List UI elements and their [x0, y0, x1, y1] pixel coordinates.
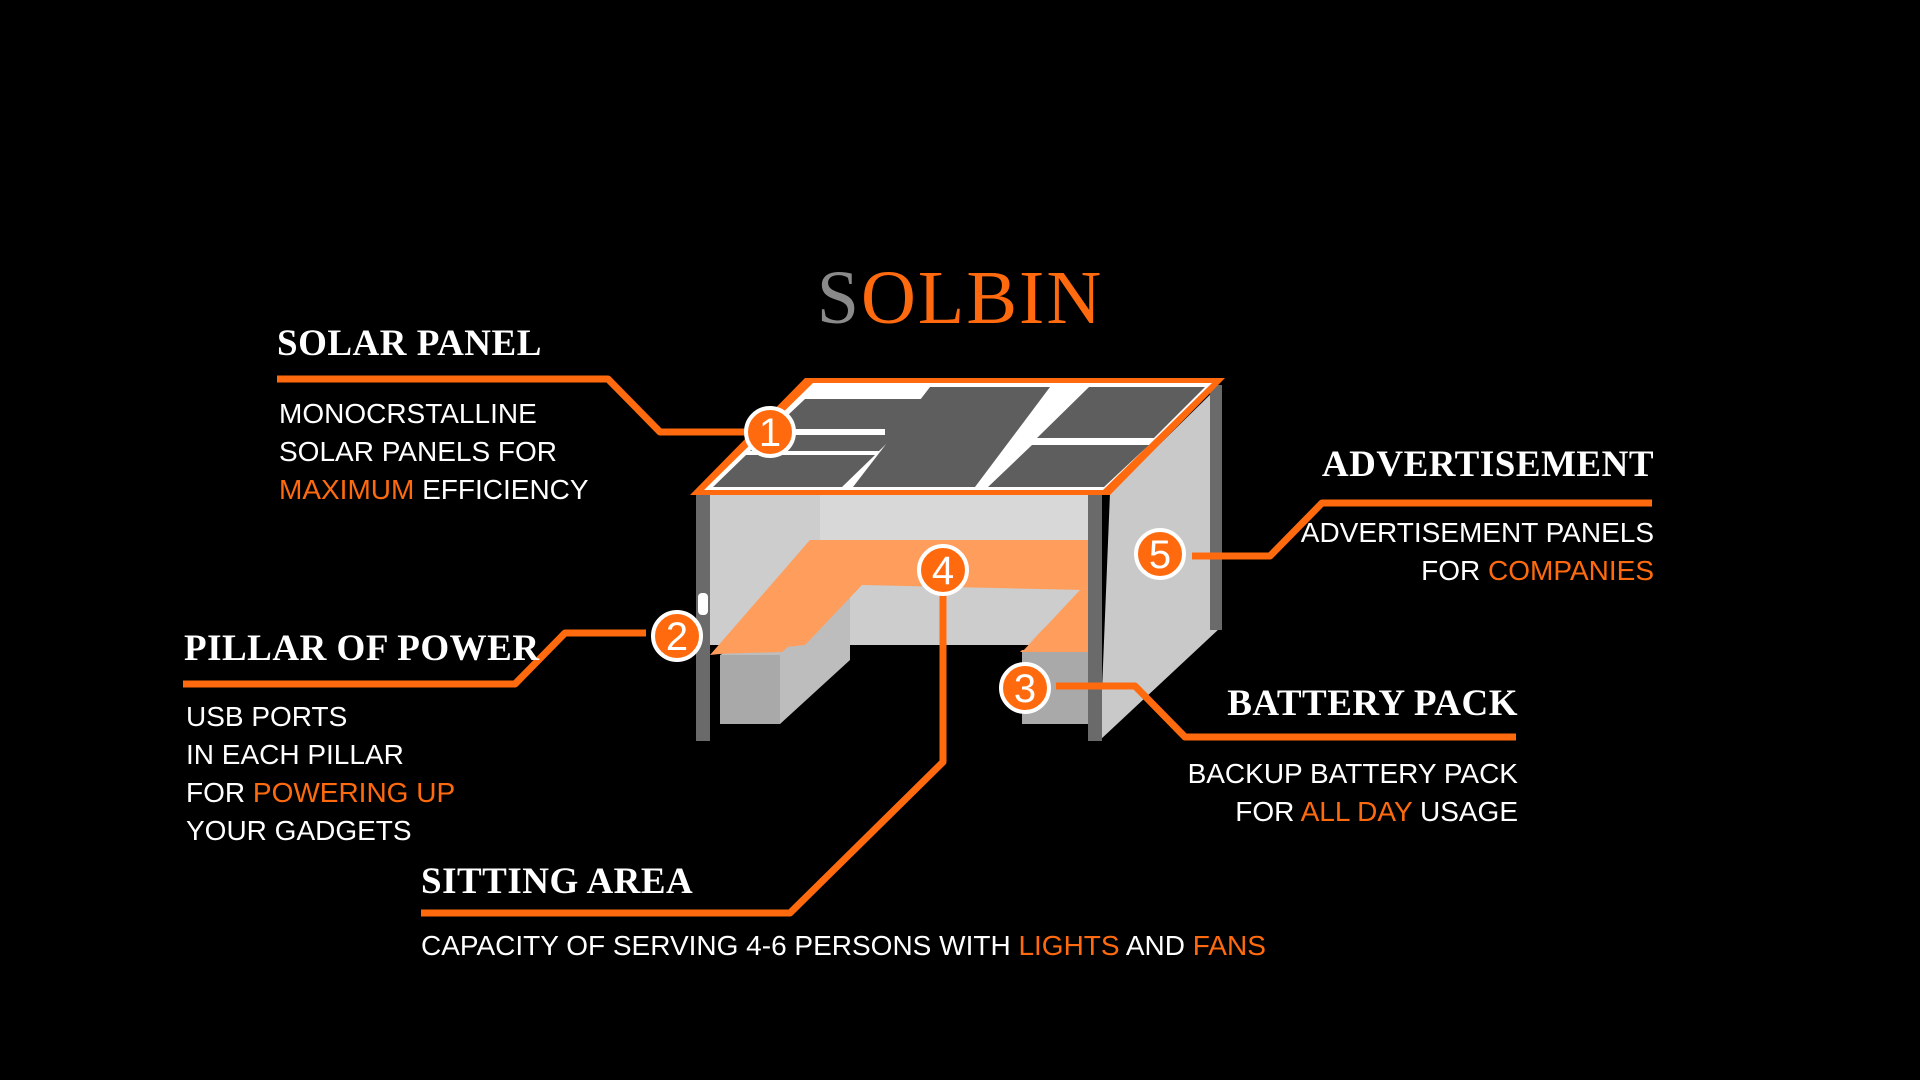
description-text: CAPACITY OF SERVING 4-6 PERSONS WITH: [421, 930, 1019, 961]
sitting-area-heading: SITTING AREA: [421, 861, 694, 902]
description-line: IN EACH PILLAR: [186, 736, 455, 774]
description-line: MAXIMUM EFFICIENCY: [279, 471, 589, 509]
description-line: FOR COMPANIES: [1301, 552, 1654, 590]
highlighted-text: POWERING UP: [252, 777, 456, 808]
leader-line-battery-pack: [1056, 682, 1516, 741]
highlighted-text: MAXIMUM: [279, 474, 415, 505]
page-title: SOLBIN: [0, 255, 1920, 342]
description-text: FOR: [1421, 555, 1489, 586]
description-line: SOLAR PANELS FOR: [279, 433, 589, 471]
description-line: CAPACITY OF SERVING 4-6 PERSONS WITH LIG…: [421, 927, 1266, 965]
advertisement-heading: ADVERTISEMENT: [1321, 444, 1654, 485]
description-text: BACKUP BATTERY PACK: [1187, 758, 1518, 789]
description-text: FOR: [1235, 796, 1301, 827]
badge-5-number: 5: [1149, 533, 1171, 577]
description-line: ADVERTISEMENT PANELS: [1301, 514, 1654, 552]
sitting-area-description: CAPACITY OF SERVING 4-6 PERSONS WITH LIG…: [421, 927, 1266, 965]
badge-5: [1134, 528, 1186, 580]
description-line: USB PORTS: [186, 698, 455, 736]
description-text: IN EACH PILLAR: [186, 739, 404, 770]
solar-cell: [1037, 387, 1205, 438]
description-line: FOR POWERING UP: [186, 774, 455, 812]
description-text: FOR: [186, 777, 253, 808]
description-text: ADVERTISEMENT PANELS: [1300, 517, 1654, 548]
title-first-letter: S: [816, 256, 862, 340]
badge-4: [917, 544, 969, 596]
leader-line-sitting-area: [421, 590, 947, 917]
solar-cell: [853, 387, 1050, 487]
highlighted-text: LIGHTS: [1018, 930, 1120, 961]
leader-line-advertisement: [1192, 499, 1652, 560]
description-text: EFFICIENCY: [414, 474, 589, 505]
left-seat-front: [720, 655, 780, 724]
badge-1: [744, 406, 796, 458]
badge-1-number: 1: [759, 411, 781, 455]
badge-3: [999, 662, 1051, 714]
description-line: YOUR GADGETS: [186, 812, 455, 850]
description-text: SOLAR PANELS FOR: [279, 436, 558, 467]
advertisement-description: ADVERTISEMENT PANELS FOR COMPANIES: [1301, 514, 1654, 590]
battery-pack-description: BACKUP BATTERY PACK FOR ALL DAY USAGE: [1188, 755, 1518, 831]
description-text: MONOCRSTALLINE: [279, 398, 537, 429]
battery-pack-heading: BATTERY PACK: [1227, 683, 1518, 724]
description-line: FOR ALL DAY USAGE: [1188, 793, 1518, 831]
description-line: BACKUP BATTERY PACK: [1188, 755, 1518, 793]
pillar-front-right: [1088, 493, 1102, 741]
badge-3-number: 3: [1014, 667, 1036, 711]
description-line: MONOCRSTALLINE: [279, 395, 589, 433]
usb-port: [698, 593, 708, 615]
pillar-back-right: [1210, 385, 1222, 630]
description-text: AND: [1119, 930, 1193, 961]
highlighted-text: ALL DAY: [1300, 796, 1413, 827]
pillar-of-power-heading: PILLAR OF POWER: [184, 628, 540, 669]
inner-wall: [820, 493, 1088, 540]
solar-cell: [713, 455, 875, 487]
solar-panel-heading: SOLAR PANEL: [277, 323, 542, 364]
title-rest: OLBIN: [861, 256, 1104, 340]
description-text: YOUR GADGETS: [186, 815, 412, 846]
sitting-area-surface-right: [1022, 590, 1088, 652]
highlighted-text: FANS: [1192, 930, 1266, 961]
highlighted-text: COMPANIES: [1488, 555, 1654, 586]
badge-2: [651, 610, 703, 662]
leader-line-pillar-of-power: [183, 629, 646, 688]
description-text: USAGE: [1412, 796, 1518, 827]
solar-cell: [750, 399, 932, 451]
sitting-area-surface-left: [712, 540, 1088, 654]
badge-4-number: 4: [932, 549, 954, 593]
leader-line-solar-panel: [277, 375, 770, 436]
solar-panel-description: MONOCRSTALLINE SOLAR PANELS FOR MAXIMUM EF…: [279, 395, 589, 509]
description-text: USB PORTS: [186, 701, 348, 732]
badge-2-number: 2: [666, 615, 688, 659]
solar-cell: [988, 445, 1149, 487]
pillar-front-left: [696, 493, 710, 741]
